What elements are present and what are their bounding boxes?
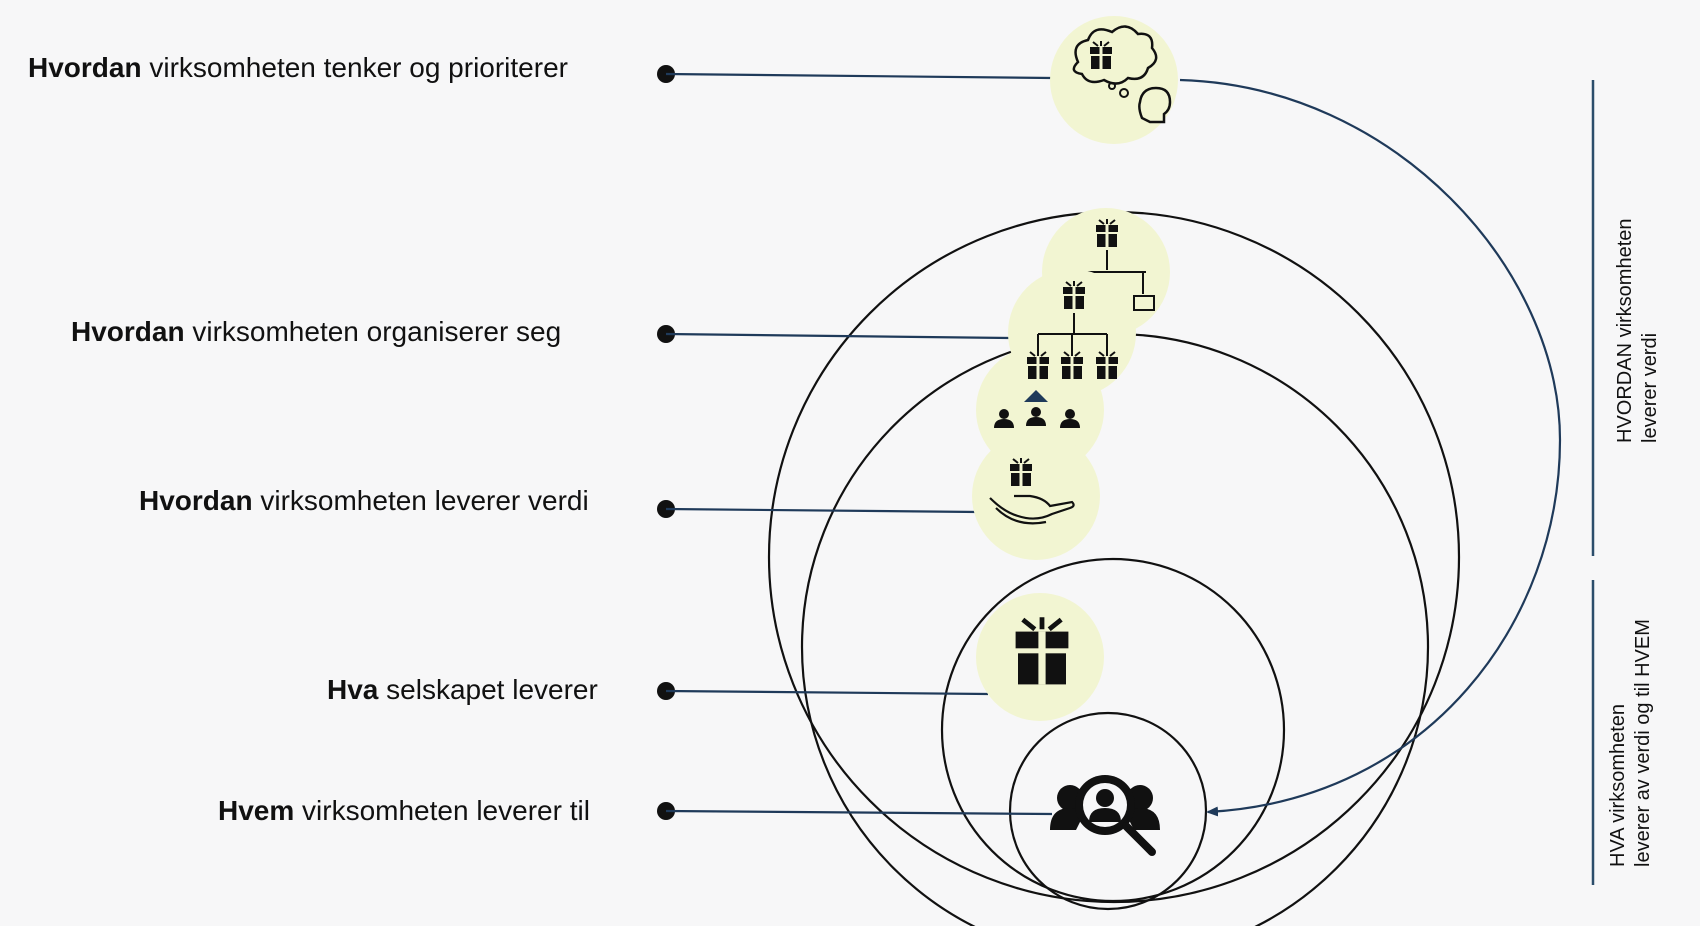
value-circle [800,332,1430,926]
connector-organises [657,325,1011,343]
side-label-what-line1: HVA virksomheten [1607,703,1629,867]
customer-search-icon [1050,775,1160,856]
label-what-bold: Hva [327,674,379,705]
label-delivers-value: Hvordan virksomheten leverer verdi [139,487,589,515]
side-label-how-line2: leverer verdi [1639,332,1661,443]
side-label-how: HVORDAN virksomheten leverer verdi [1613,218,1667,443]
thought-gift-icon [1050,16,1178,144]
gift-icon [976,593,1104,721]
feedback-arc [1179,78,1562,817]
customer-circle [1008,711,1208,911]
connector-thinks [657,65,1053,83]
label-organises-text: virksomheten organiserer seg [184,316,562,347]
label-thinks-bold: Hvordan [28,52,142,83]
label-organises-bold: Hvordan [71,316,185,347]
label-whom-bold: Hvem [218,795,295,826]
label-delivers-text: virksomheten leverer verdi [252,485,589,516]
hand-gift-icon [972,432,1100,560]
side-label-what-line2: leverer av verdi og til HVEM [1632,619,1654,867]
label-whom: Hvem virksomheten leverer til [218,797,590,825]
product-circle [940,557,1286,903]
connector-what [657,682,989,700]
connector-delivers [657,500,979,518]
label-what: Hva selskapet leverer [327,676,598,704]
label-organises: Hvordan virksomheten organiserer seg [71,318,561,346]
side-label-how-line1: HVORDAN virksomheten [1614,218,1636,443]
label-whom-text: virksomheten leverer til [294,795,590,826]
connector-whom [657,802,1053,820]
label-what-text: selskapet leverer [378,674,598,705]
label-thinks-text: virksomheten tenker og prioriterer [141,52,568,83]
label-thinks-prioritises: Hvordan virksomheten tenker og prioriter… [28,54,568,82]
label-delivers-bold: Hvordan [139,485,253,516]
side-label-what-whom: HVA virksomheten leverer av verdi og til… [1606,597,1660,867]
